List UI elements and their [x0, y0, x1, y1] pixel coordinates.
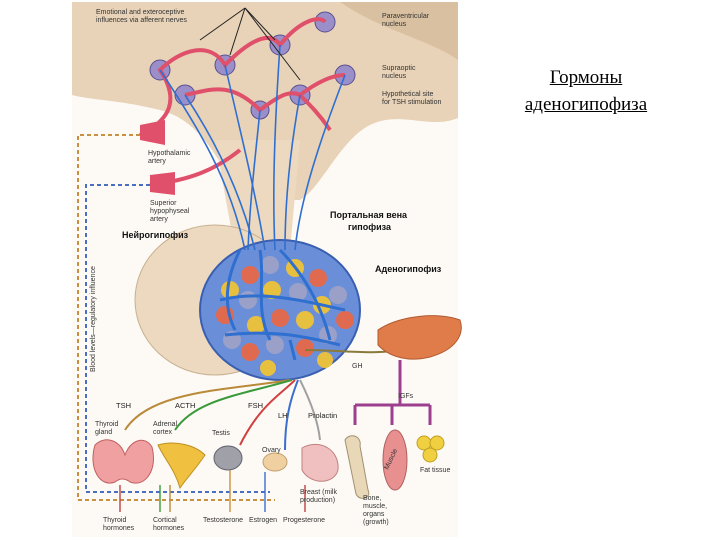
- acth-pathway: [174, 379, 293, 431]
- neural-tracts: [159, 44, 346, 251]
- label-breast-1: Breast (milk: [300, 489, 337, 496]
- label-fsh: FSH: [248, 401, 263, 410]
- label-thyroid-hormones-1: Thyroid: [103, 517, 126, 524]
- label-hypothalamic-artery-2: artery: [148, 158, 166, 165]
- label-testis: Testis: [212, 430, 230, 437]
- portal-capillaries: [219, 248, 346, 361]
- label-acth: ACTH: [175, 401, 195, 410]
- hypothalamic-artery-stub: [140, 120, 165, 145]
- breast: [301, 443, 339, 482]
- label-breast-2: production): [300, 497, 335, 504]
- slide-title: Гормоны аденогипофиза: [496, 64, 676, 118]
- testis: [213, 445, 243, 471]
- label-lh: LH: [278, 411, 288, 420]
- fat-tissue: [416, 435, 445, 463]
- label-progesterone: Progesterone: [283, 517, 325, 524]
- label-bone-4: (growth): [363, 519, 389, 526]
- label-superior-artery-2: hypophyseal: [150, 208, 190, 215]
- afferent-nerve-arrows: [199, 7, 301, 81]
- label-thyroid-hormones-2: hormones: [103, 525, 135, 532]
- hypothalamus-tissue: [72, 2, 458, 200]
- label-hypothetical-1: Hypothetical site: [382, 91, 433, 98]
- fsh-pathway: [239, 379, 296, 446]
- label-bone-1: Bone,: [363, 495, 381, 502]
- muscle: [382, 429, 408, 491]
- liver: [377, 315, 462, 360]
- label-gh: GH: [352, 363, 363, 370]
- slide-title-line2: аденогипофиза: [524, 94, 648, 115]
- ovary: [262, 452, 288, 472]
- label-hypothetical-2: for TSH stimulation: [382, 99, 441, 106]
- adrenal-cortex: [157, 442, 206, 490]
- hormone-output-arrows: [119, 470, 306, 512]
- feedback-loop-inner: [85, 184, 270, 493]
- thyroid-gland: [92, 439, 154, 484]
- label-adrenal-cortex-1: Adrenal: [153, 421, 178, 428]
- label-bone-2: muscle,: [363, 503, 387, 510]
- adenohypophysis-cells: [216, 256, 354, 376]
- label-estrogen: Estrogen: [249, 517, 277, 524]
- label-fat-tissue: Fat tissue: [420, 467, 450, 474]
- label-emotional-1: Emotional and exteroceptive: [96, 9, 184, 16]
- label-portal-vein-1: Портальная вена: [330, 210, 408, 220]
- tsh-pathway: [124, 379, 291, 431]
- prolactin-pathway: [299, 379, 321, 441]
- label-paraventricular-2: nucleus: [382, 21, 407, 28]
- label-thyroid-gland-2: gland: [95, 429, 112, 436]
- brain-upper-fold: [340, 2, 458, 60]
- label-cortical-hormones-1: Cortical: [153, 517, 177, 524]
- label-adenohypophysis: Аденогипофиз: [375, 264, 442, 274]
- label-tsh: TSH: [116, 401, 131, 410]
- label-supraoptic-2: nucleus: [382, 73, 407, 80]
- igf-branches: [353, 360, 432, 425]
- label-thyroid-gland-1: Thyroid: [95, 421, 118, 428]
- label-portal-vein-2: гипофиза: [348, 222, 392, 232]
- label-superior-artery-1: Superior: [150, 200, 177, 207]
- feedback-loop-outer: [77, 134, 275, 501]
- label-paraventricular-1: Paraventricular: [382, 13, 430, 20]
- label-prolactin: Prolactin: [308, 411, 337, 420]
- lh-pathway: [284, 379, 299, 451]
- label-cortical-hormones-2: hormones: [153, 525, 185, 532]
- hypothalamic-arteries: [139, 17, 346, 187]
- label-superior-artery-3: artery: [150, 216, 168, 223]
- label-neurohypophysis: Нейрогипофиз: [122, 230, 189, 240]
- bone: [344, 435, 370, 499]
- label-igfs: IGFs: [398, 393, 414, 400]
- label-testosterone: Testosterone: [203, 517, 243, 524]
- label-bone-3: organs: [363, 511, 385, 518]
- label-adrenal-cortex-2: cortex: [153, 429, 173, 436]
- label-ovary: Ovary: [262, 447, 281, 454]
- superior-artery-stub: [150, 172, 175, 195]
- label-blood-levels: Blood levels—regulatory influence: [90, 266, 97, 372]
- label-supraoptic-1: Supraoptic: [382, 65, 416, 72]
- label-emotional-2: influences via afferent nerves: [96, 17, 187, 24]
- pituitary-stalk: [215, 140, 300, 250]
- label-hypothalamic-artery-1: Hypothalamic: [148, 150, 191, 157]
- slide-title-line1: Гормоны: [549, 67, 623, 88]
